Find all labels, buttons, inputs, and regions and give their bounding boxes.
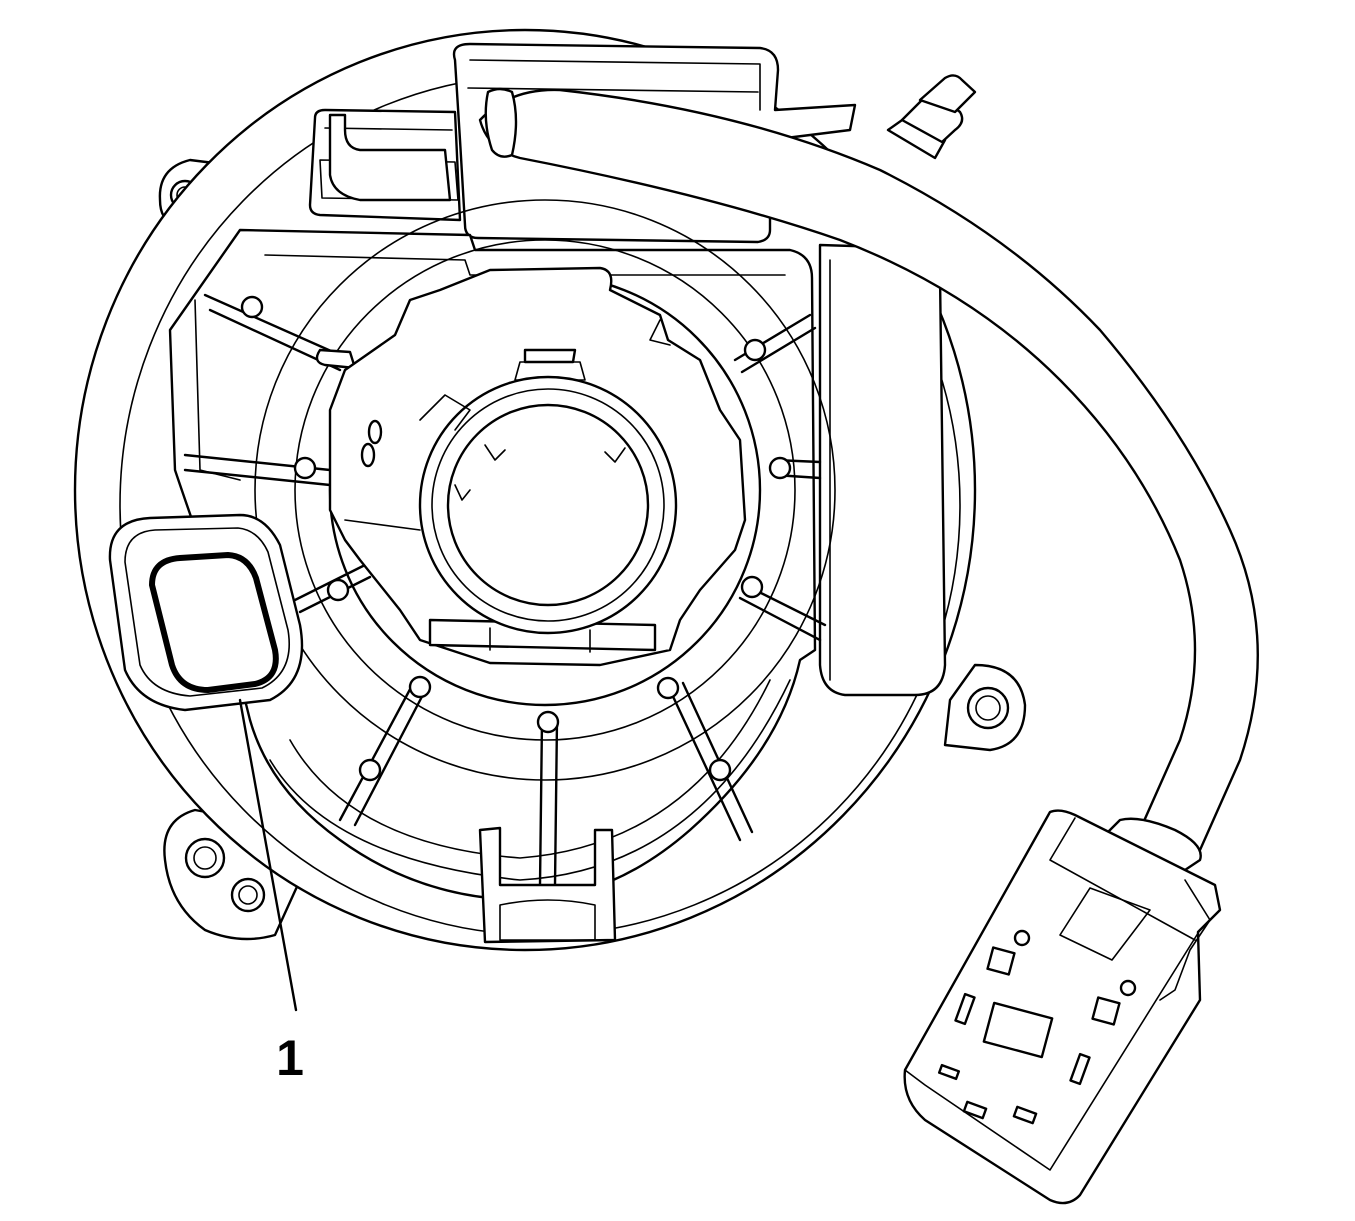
- wiring-harness: [478, 87, 1259, 852]
- mounting-ear-right: [943, 663, 1027, 752]
- spokes: [183, 293, 827, 887]
- callout-1-label: 1: [276, 1030, 304, 1086]
- right-pad: [818, 243, 947, 697]
- sensor-window: [108, 513, 304, 712]
- locking-pin: [886, 74, 977, 160]
- center-bore: [418, 375, 678, 635]
- leader-line: [238, 698, 298, 1012]
- lower-retainer-tab: [478, 826, 617, 944]
- callout-1: 1: [238, 698, 304, 1086]
- side-connector: [903, 809, 1222, 1205]
